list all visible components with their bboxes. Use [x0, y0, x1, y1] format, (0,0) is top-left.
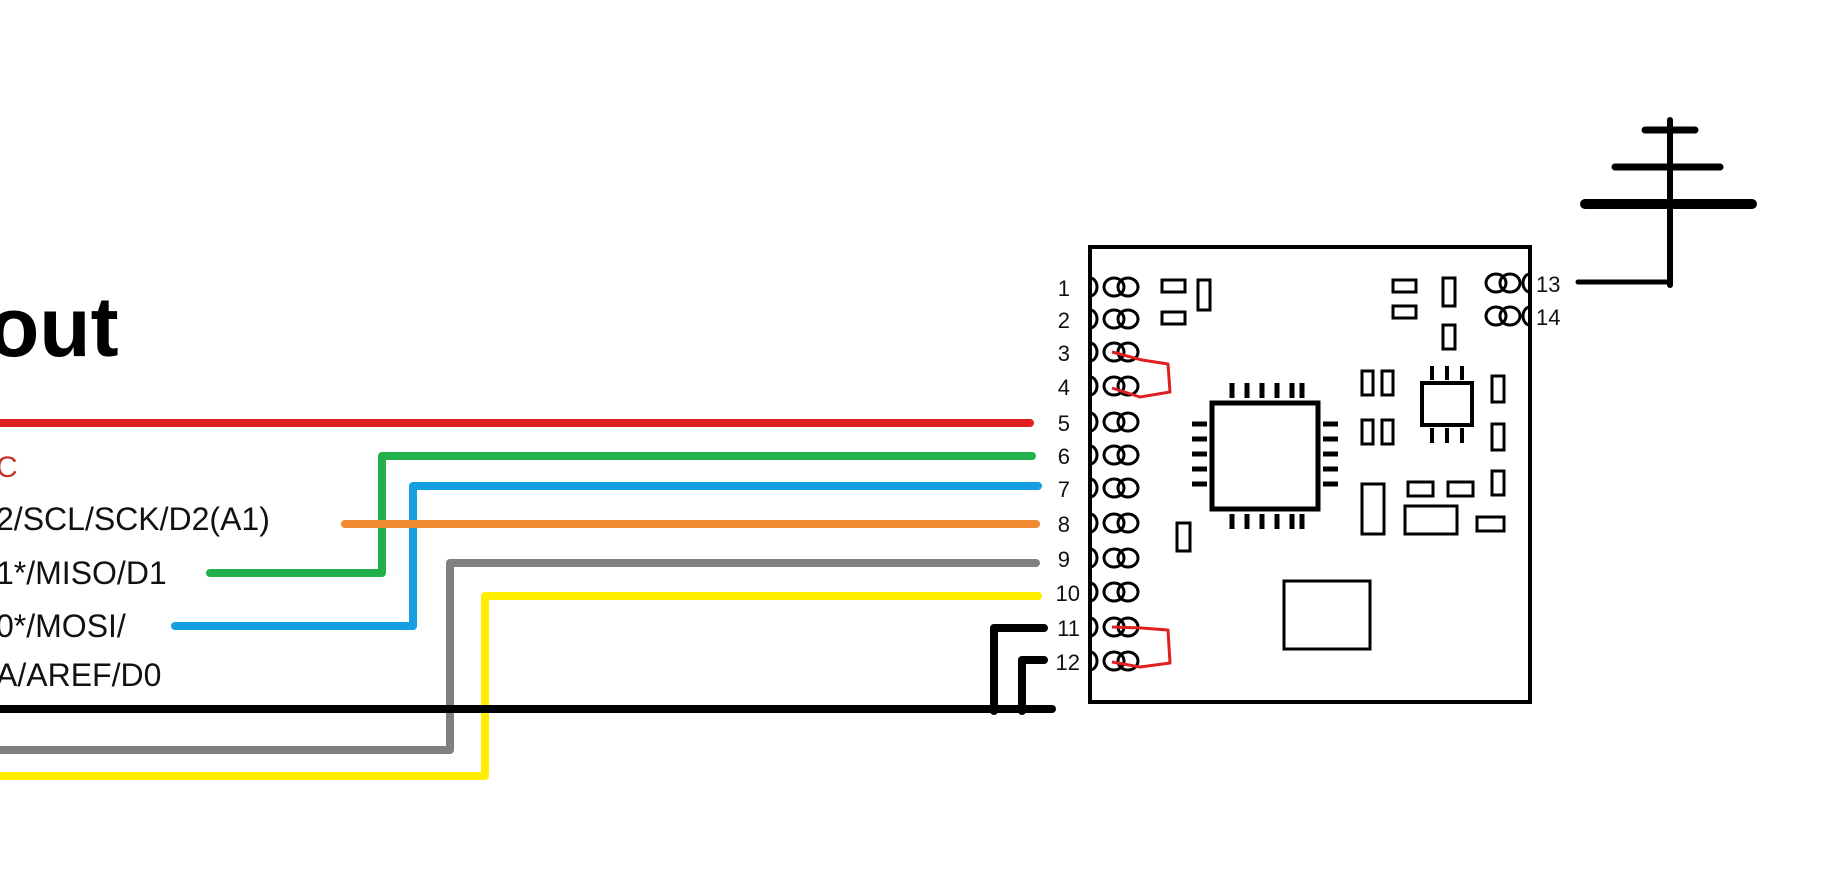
left-pin-numbers: 1 2 3 4 5 6 7 8 9 10 11 12: [1056, 276, 1080, 675]
label-mosi: 0*/MOSI/: [0, 608, 126, 644]
wire-green: [206, 452, 1036, 577]
label-sck: 2/SCL/SCK/D2(A1): [0, 501, 270, 537]
pin-number: 9: [1058, 547, 1070, 572]
pin-number: 4: [1058, 375, 1070, 400]
ic-chip-icon: [1192, 383, 1338, 529]
wire-gray: [0, 559, 1040, 754]
pin-number: 5: [1058, 411, 1070, 436]
small-ic-icon: [1420, 366, 1474, 443]
right-pin-numbers: 13 14: [1536, 272, 1560, 330]
wire-ground-pin11: [990, 624, 1048, 715]
jumper-pins-3-4: [1111, 350, 1172, 399]
pin-number: 13: [1536, 272, 1560, 297]
pin-number: 1: [1058, 276, 1070, 301]
pin-number: 14: [1536, 305, 1560, 330]
pin-number: 2: [1058, 308, 1070, 333]
label-miso: 1*/MISO/D1: [0, 555, 167, 591]
antenna-icon: [1575, 117, 1757, 288]
wire-blue: [171, 482, 1042, 630]
label-vcc: C: [0, 451, 18, 484]
label-aref: A/AREF/D0: [0, 657, 161, 693]
left-pin-pads: [1089, 276, 1140, 672]
pin-number: 8: [1058, 512, 1070, 537]
pin-number: 10: [1056, 581, 1080, 606]
smd-components: [1160, 276, 1506, 651]
pin-number: 3: [1058, 341, 1070, 366]
pin-number: 11: [1057, 616, 1080, 641]
pin-number: 7: [1058, 477, 1070, 502]
pin-number: 6: [1058, 444, 1070, 469]
page-title: out: [0, 280, 119, 374]
pin-number: 12: [1056, 650, 1080, 675]
wire-ground-pin12: [1018, 656, 1048, 715]
jumper-pins-11-12: [1111, 625, 1172, 669]
right-pin-pads: [1484, 272, 1531, 327]
wire-yellow: [0, 592, 1042, 780]
